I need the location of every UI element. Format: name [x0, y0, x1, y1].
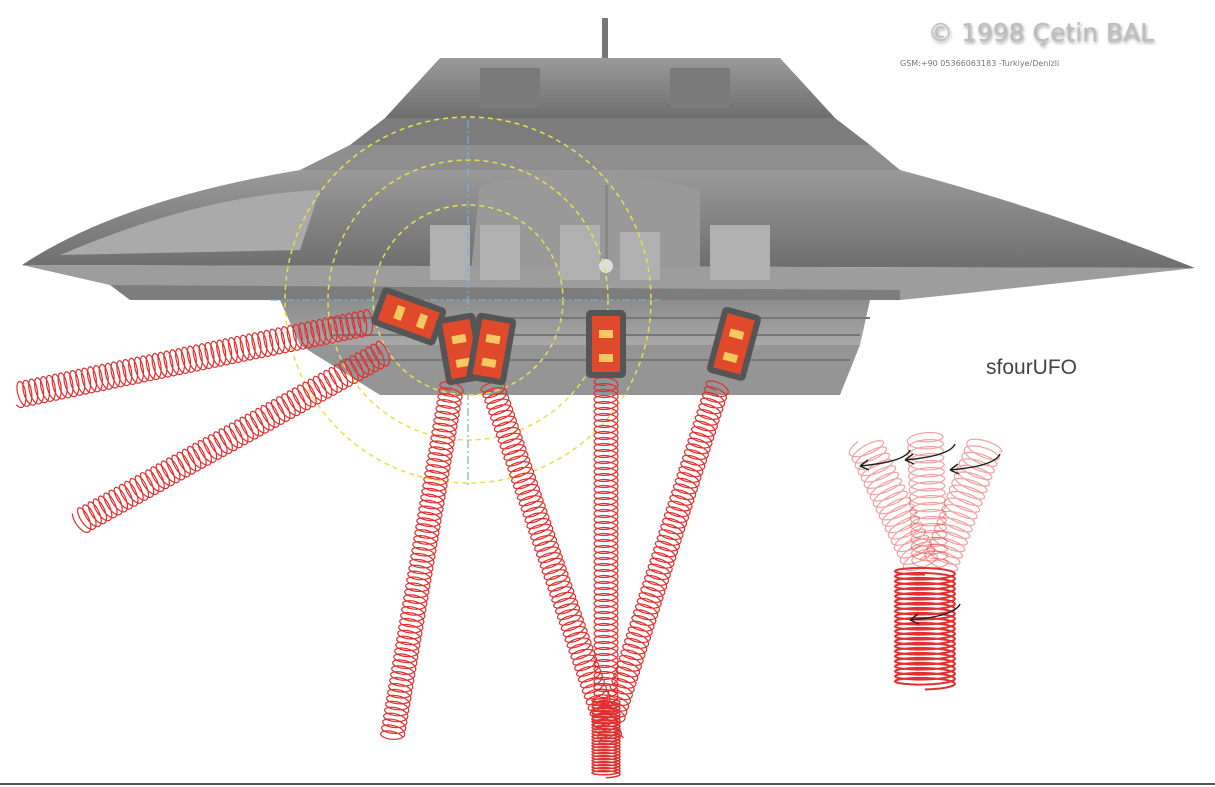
emitter-coil-housing	[586, 310, 626, 378]
coil-spring	[593, 376, 619, 705]
emitter-coil-housing	[371, 287, 447, 346]
coil-spring	[600, 380, 729, 724]
coil-spring	[15, 308, 374, 409]
contact-text: GSM:+90 05366063183 -Turkiye/Denizli	[900, 59, 1060, 68]
coil-emitters	[371, 287, 761, 386]
coil-spring	[893, 566, 957, 691]
emitter-coil-housing	[466, 312, 517, 386]
energy-coils	[15, 308, 1003, 779]
axis-lines	[270, 120, 660, 485]
saucer-hull	[22, 18, 1195, 395]
ufo-label: sfourUFO	[986, 356, 1078, 379]
rotation-arrow-icon	[949, 453, 1001, 475]
coil-spring	[906, 431, 949, 569]
coil-spring	[924, 438, 1003, 572]
copyright-text: © 1998 Çetin BAL	[928, 18, 1155, 47]
coil-spring	[590, 698, 621, 779]
rotation-arrow-icon	[904, 443, 956, 465]
coil-spring	[71, 340, 391, 534]
rotation-arrow-icon	[909, 603, 961, 625]
coil-spring	[379, 381, 464, 741]
baseline	[0, 783, 1215, 785]
emitter-coil-housing	[706, 306, 761, 381]
coil-spring	[848, 439, 939, 572]
rotation-arrows	[859, 443, 1001, 625]
coil-spring	[480, 381, 624, 746]
rotation-arrow-icon	[859, 449, 911, 471]
